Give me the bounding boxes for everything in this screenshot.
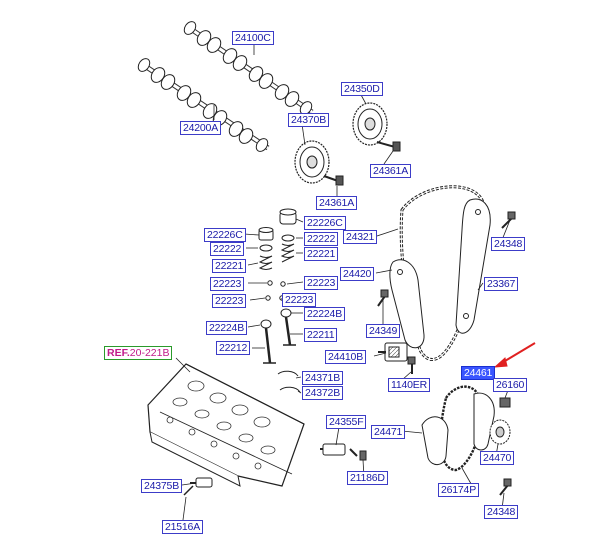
reference-code: 20-221B	[129, 347, 170, 359]
part-label-22226C-left[interactable]: 22226C	[204, 228, 246, 242]
part-label-22223-d[interactable]: 22223	[282, 293, 317, 307]
part-label-24410B[interactable]: 24410B	[325, 350, 367, 364]
part-label-1140ER[interactable]: 1140ER	[388, 378, 430, 392]
part-label-21516A[interactable]: 21516A	[162, 520, 204, 534]
part-label-23367[interactable]: 23367	[484, 277, 519, 291]
cylinder-head-drawing	[147, 363, 305, 487]
part-label-22223-a[interactable]: 22223	[210, 277, 245, 291]
part-label-24375B[interactable]: 24375B	[141, 479, 183, 493]
reference-prefix: REF.	[107, 347, 130, 359]
part-label-24370B[interactable]: 24370B	[288, 113, 330, 127]
valve-train-drawing	[258, 208, 301, 393]
part-label-22221-upper[interactable]: 22221	[212, 259, 247, 273]
part-label-26174P[interactable]: 26174P	[438, 483, 480, 497]
oil-pump-chain-drawing	[421, 385, 511, 472]
reference-label[interactable]: REF.20-221B	[104, 346, 173, 360]
camshaft-lower-drawing	[137, 58, 270, 152]
cvvt-sprocket-upper-drawing	[352, 102, 401, 152]
hydraulic-tensioner-drawing	[378, 342, 408, 362]
part-label-21186D[interactable]: 21186D	[347, 471, 388, 485]
part-label-26160[interactable]: 26160	[493, 378, 528, 392]
part-label-22224B-left[interactable]: 22224B	[206, 321, 248, 335]
part-label-22222-left[interactable]: 22222	[210, 242, 245, 256]
part-label-24471[interactable]: 24471	[371, 425, 406, 439]
part-label-24420[interactable]: 24420	[340, 267, 375, 281]
camshaft-upper-drawing	[183, 21, 314, 115]
part-label-24349[interactable]: 24349	[366, 324, 401, 338]
selection-arrow	[493, 342, 536, 368]
part-label-24461-selected[interactable]: 24461	[461, 366, 496, 380]
part-label-24361A-top[interactable]: 24361A	[370, 164, 412, 178]
sensor-drawing	[183, 477, 213, 496]
part-label-22212[interactable]: 22212	[216, 341, 251, 355]
part-label-22226C-right[interactable]: 22226C	[304, 216, 346, 230]
part-label-24372B[interactable]: 24372B	[302, 386, 344, 400]
part-label-24200A[interactable]: 24200A	[180, 121, 222, 135]
part-label-22221-lower[interactable]: 22221	[304, 247, 339, 261]
part-label-24348-top[interactable]: 24348	[491, 237, 526, 251]
part-label-24470[interactable]: 24470	[480, 451, 515, 465]
part-label-22211[interactable]: 22211	[304, 328, 338, 342]
part-label-24371B[interactable]: 24371B	[302, 371, 344, 385]
oil-control-valve-drawing	[320, 443, 346, 456]
part-label-24361A-bottom[interactable]: 24361A	[316, 196, 358, 210]
chain-guide-drawing	[455, 198, 491, 334]
part-label-22223-c[interactable]: 22223	[212, 294, 247, 308]
part-label-24350D[interactable]: 24350D	[341, 82, 383, 96]
part-label-24355F[interactable]: 24355F	[326, 415, 367, 429]
part-label-22223-b[interactable]: 22223	[304, 276, 339, 290]
bolts-drawing	[349, 211, 516, 496]
part-label-22224B-right[interactable]: 22224B	[304, 307, 346, 321]
part-label-24100C[interactable]: 24100C	[232, 31, 274, 45]
part-label-24321[interactable]: 24321	[343, 230, 378, 244]
part-label-24348-bottom[interactable]: 24348	[484, 505, 519, 519]
tensioner-arm-drawing	[389, 259, 425, 349]
cvvt-sprocket-lower-drawing	[294, 140, 344, 186]
part-label-22222-right[interactable]: 22222	[304, 232, 339, 246]
